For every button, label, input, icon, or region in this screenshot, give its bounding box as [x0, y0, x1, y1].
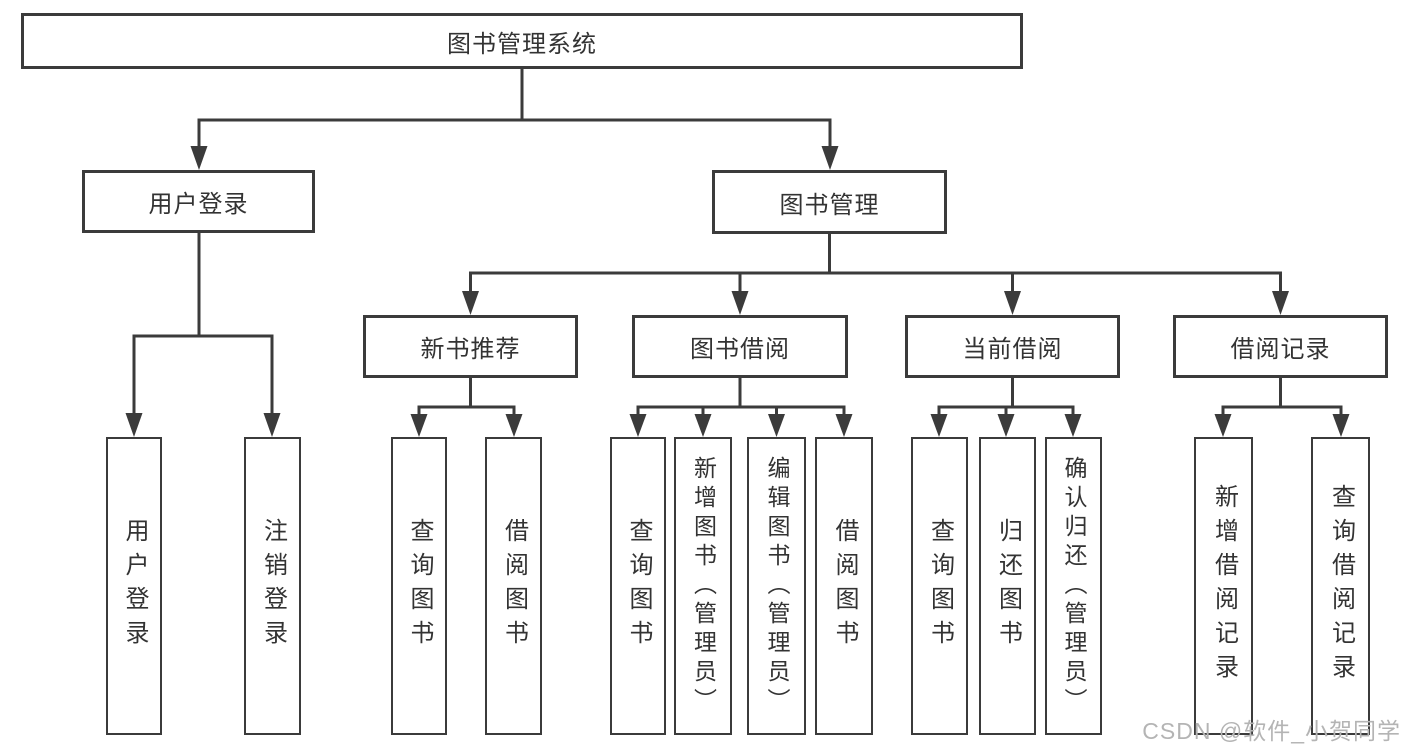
node-label: 编辑图书（管理员） — [764, 455, 790, 717]
node-label: 新增图书（管理员） — [690, 455, 717, 717]
leaf-borrow-books-recommend: 借阅图书 — [485, 437, 542, 735]
node-library-management-system: 图书管理系统 — [21, 13, 1023, 69]
node-label: 新增借阅记录 — [1210, 484, 1238, 688]
node-label: 图书管理系统 — [447, 30, 597, 58]
node-label: 归还图书 — [994, 518, 1022, 654]
node-label: 借阅图书 — [500, 518, 528, 654]
node-label: 当前借阅 — [962, 336, 1063, 363]
node-label: 借阅记录 — [1230, 336, 1331, 363]
node-user-login: 用户登录 — [82, 170, 315, 233]
node-label: 新书推荐 — [420, 336, 521, 363]
node-book-borrowing: 图书借阅 — [632, 315, 848, 378]
node-label: 图书管理 — [779, 191, 880, 219]
leaf-query-borrow-record: 查询借阅记录 — [1311, 437, 1370, 735]
node-label: 查询图书 — [926, 518, 954, 654]
node-book-management: 图书管理 — [712, 170, 947, 234]
node-label: 图书借阅 — [690, 336, 790, 363]
leaf-user-login: 用户登录 — [106, 437, 162, 735]
node-label: 确认归还（管理员） — [1061, 455, 1087, 717]
leaf-edit-book-admin: 编辑图书（管理员） — [747, 437, 806, 735]
node-borrowing-records: 借阅记录 — [1173, 315, 1388, 378]
node-new-book-recommendation: 新书推荐 — [363, 315, 578, 378]
node-label: 用户登录 — [121, 518, 148, 654]
leaf-logout: 注销登录 — [244, 437, 301, 735]
leaf-return-books: 归还图书 — [979, 437, 1036, 735]
leaf-query-books-borrowing: 查询图书 — [610, 437, 666, 735]
node-label: 查询借阅记录 — [1327, 484, 1355, 688]
node-label: 借阅图书 — [831, 518, 858, 654]
leaf-query-books-current: 查询图书 — [911, 437, 968, 735]
leaf-query-books-recommend: 查询图书 — [391, 437, 447, 735]
csdn-watermark: CSDN @软件_小贺同学 — [1142, 718, 1401, 744]
node-current-borrowing: 当前借阅 — [905, 315, 1120, 378]
node-label: 查询图书 — [625, 518, 652, 654]
leaf-add-borrow-record: 新增借阅记录 — [1194, 437, 1253, 735]
node-label: 查询图书 — [406, 518, 433, 654]
leaf-confirm-return-admin: 确认归还（管理员） — [1045, 437, 1102, 735]
node-label: 用户登录 — [148, 191, 249, 218]
leaf-borrow-books: 借阅图书 — [815, 437, 873, 735]
node-label: 注销登录 — [259, 518, 287, 654]
leaf-add-book-admin: 新增图书（管理员） — [674, 437, 732, 735]
